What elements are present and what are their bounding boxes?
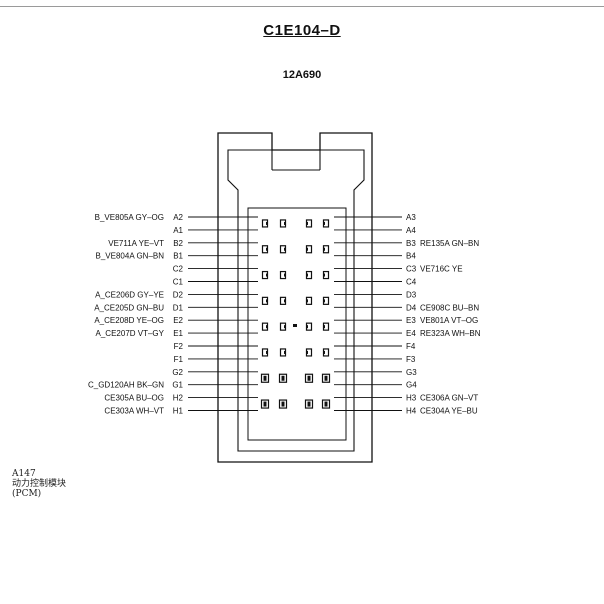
right-pin-id: G4 xyxy=(406,381,417,390)
left-pin-id: D2 xyxy=(173,290,184,299)
pin-terminal xyxy=(263,375,267,381)
right-circuit-label: CE306A GN–VT xyxy=(420,394,478,403)
right-pin-id: A4 xyxy=(406,226,416,235)
left-circuit-label: CE303A WH–VT xyxy=(104,407,164,416)
right-pin-id: G3 xyxy=(406,368,417,377)
left-circuit-label: A_CE206D GY–YE xyxy=(95,290,164,299)
left-pin-id: E1 xyxy=(173,329,183,338)
pin-latch xyxy=(306,247,308,251)
right-pin-id: E3 xyxy=(406,316,416,325)
right-circuit-label: CE304A YE–BU xyxy=(420,407,478,416)
left-pin-id: G1 xyxy=(172,381,183,390)
pin-latch xyxy=(284,247,286,251)
pin-latch xyxy=(306,273,308,277)
connector-housing xyxy=(217,132,373,463)
pin-latch xyxy=(284,221,286,225)
right-pin-id: B4 xyxy=(406,252,416,261)
right-pin-id: H4 xyxy=(406,407,417,416)
connector-title: C1E104–D xyxy=(0,22,604,39)
pin-terminal xyxy=(307,401,311,407)
left-circuit-label: A_CE208D YE–OG xyxy=(94,316,164,325)
right-pin-id: D4 xyxy=(406,303,417,312)
pin-latch xyxy=(306,221,308,225)
left-circuit-label: VE711A YE–VT xyxy=(108,239,164,248)
pin-terminal xyxy=(324,401,328,407)
component-abbr: (PCM) xyxy=(12,489,42,499)
pin-latch xyxy=(323,350,325,354)
pin-terminal xyxy=(281,375,285,381)
left-circuit-label: A_CE207D VT–GY xyxy=(96,329,165,338)
left-pin-id: E2 xyxy=(173,316,183,325)
pin-latch xyxy=(323,247,325,251)
left-circuit-label: C_GD120AH BK–GN xyxy=(88,381,164,390)
keying-mark xyxy=(293,324,297,327)
left-pin-id: C2 xyxy=(173,265,184,274)
pin-latch xyxy=(266,273,268,277)
pin-latch xyxy=(323,325,325,329)
pin-cavities xyxy=(260,219,331,409)
pin-latch xyxy=(266,221,268,225)
pin-latch xyxy=(323,273,325,277)
pin-latch xyxy=(266,247,268,251)
right-circuit-label: CE908C BU–BN xyxy=(420,303,479,312)
right-circuit-label: RE323A WH–BN xyxy=(420,329,481,338)
component-ref: A147 xyxy=(12,469,36,479)
left-circuit-label: B_VE805A GY–OG xyxy=(95,213,164,222)
right-pin-id: C3 xyxy=(406,265,417,274)
right-pin-id: H3 xyxy=(406,394,417,403)
right-pin-id: D3 xyxy=(406,290,417,299)
right-pin-id: F3 xyxy=(406,355,416,364)
right-pin-id: E4 xyxy=(406,329,416,338)
pin-terminal xyxy=(307,375,311,381)
right-pin-id: C4 xyxy=(406,278,417,287)
right-circuit-label: VE716C YE xyxy=(420,265,463,274)
left-pin-id: H2 xyxy=(173,394,184,403)
pin-latch xyxy=(284,273,286,277)
left-pin-id: D1 xyxy=(173,303,184,312)
left-circuit-label: CE305A BU–OG xyxy=(104,394,164,403)
left-pin-id: A1 xyxy=(173,226,183,235)
right-circuit-label: VE801A VT–OG xyxy=(420,316,478,325)
pin-latch xyxy=(306,350,308,354)
right-pin-id: F4 xyxy=(406,342,416,351)
pin-latch xyxy=(266,299,268,303)
pin-latch xyxy=(266,350,268,354)
component-name: 动力控制模块 xyxy=(12,479,67,489)
left-pin-id: C1 xyxy=(173,278,184,287)
left-circuit-label: B_VE804A GN–BN xyxy=(96,252,165,261)
right-circuit-label: RE135A GN–BN xyxy=(420,239,479,248)
left-pin-id: F1 xyxy=(174,355,184,364)
left-pin-id: B1 xyxy=(173,252,183,261)
pin-latch xyxy=(284,325,286,329)
pin-latch xyxy=(284,299,286,303)
pin-latch xyxy=(306,299,308,303)
pin-latch xyxy=(323,299,325,303)
left-pin-id: H1 xyxy=(173,407,184,416)
left-pin-id: B2 xyxy=(173,239,183,248)
pin-terminal xyxy=(263,401,267,407)
left-pin-id: F2 xyxy=(174,342,184,351)
pin-terminal xyxy=(324,375,328,381)
pin-latch xyxy=(284,350,286,354)
component-caption: A147 动力控制模块 (PCM) xyxy=(12,469,66,499)
part-number: 12A690 xyxy=(282,69,322,81)
left-circuit-label: A_CE205D GN–BU xyxy=(94,303,164,312)
leader-lines xyxy=(188,216,402,411)
right-pin-id: A3 xyxy=(406,213,416,222)
left-pin-id: G2 xyxy=(172,368,183,377)
pin-terminal xyxy=(281,401,285,407)
pin-latch xyxy=(306,325,308,329)
left-pin-id: A2 xyxy=(173,213,183,222)
pin-latch xyxy=(266,325,268,329)
right-pin-id: B3 xyxy=(406,239,416,248)
connector-id: C1E104–D xyxy=(263,22,341,39)
pin-latch xyxy=(323,221,325,225)
top-rule xyxy=(0,6,604,7)
